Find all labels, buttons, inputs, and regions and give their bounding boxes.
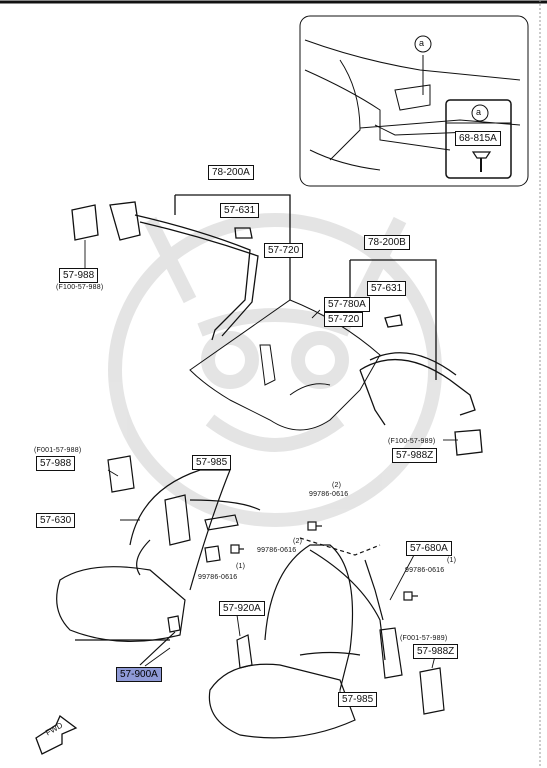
callout-a-label: a xyxy=(419,38,425,48)
part-57-780A[interactable]: 57-780A xyxy=(324,297,370,312)
part-68-815A[interactable]: 68-815A xyxy=(455,131,501,146)
screw-upper-qty: (2) xyxy=(332,482,342,489)
screw-mid-qty: (2) xyxy=(293,538,303,545)
note-57-988: (F100-57-988) xyxy=(56,284,104,291)
upper-belt-left xyxy=(71,194,291,341)
seat-left xyxy=(56,455,261,666)
part-57-920A[interactable]: 57-920A xyxy=(219,601,265,616)
part-57-900A-highlighted[interactable]: 57-900A xyxy=(116,667,162,682)
part-78-200B[interactable]: 78-200B xyxy=(364,235,410,250)
part-57-680A[interactable]: 57-680A xyxy=(406,541,452,556)
part-57-631-left[interactable]: 57-631 xyxy=(220,203,260,218)
part-57-985-lower[interactable]: 57-985 xyxy=(338,692,378,707)
part-57-988Z-upper[interactable]: 57-988Z xyxy=(392,448,438,463)
note-57-988-lower: (F001-57-988) xyxy=(34,447,82,454)
screw-icon xyxy=(230,521,418,601)
part-57-720-right[interactable]: 57-720 xyxy=(324,312,364,327)
part-57-988[interactable]: 57-988 xyxy=(59,268,99,283)
fwd-arrow-icon xyxy=(35,714,78,755)
callout-a-label-2: a xyxy=(476,107,482,117)
part-78-200A[interactable]: 78-200A xyxy=(208,165,254,180)
screw-right-part[interactable]: 99786-0616 xyxy=(405,567,445,574)
screw-right-qty: (1) xyxy=(447,557,457,564)
screw-left-qty: (1) xyxy=(236,563,246,570)
part-57-985-upper[interactable]: 57-985 xyxy=(192,455,232,470)
leader-lines xyxy=(84,240,458,698)
watermark-emblem xyxy=(108,213,442,527)
upper-belt-right xyxy=(349,259,483,456)
note-57-988Z-upper: (F100-57-989) xyxy=(388,438,436,445)
inset-detail xyxy=(299,15,529,187)
note-57-988Z-lower: (F001-57-989) xyxy=(400,635,448,642)
screw-left-part[interactable]: 99786-0616 xyxy=(198,574,238,581)
seat-right xyxy=(208,537,445,739)
screw-mid-part[interactable]: 99786-0616 xyxy=(257,547,297,554)
part-57-988-lower[interactable]: 57-988 xyxy=(36,456,76,471)
part-57-630[interactable]: 57-630 xyxy=(36,513,76,528)
part-57-631-right[interactable]: 57-631 xyxy=(367,281,407,296)
part-57-720-left[interactable]: 57-720 xyxy=(264,243,304,258)
screw-upper-part[interactable]: 99786-0616 xyxy=(309,491,349,498)
part-57-988Z-lower[interactable]: 57-988Z xyxy=(413,644,459,659)
